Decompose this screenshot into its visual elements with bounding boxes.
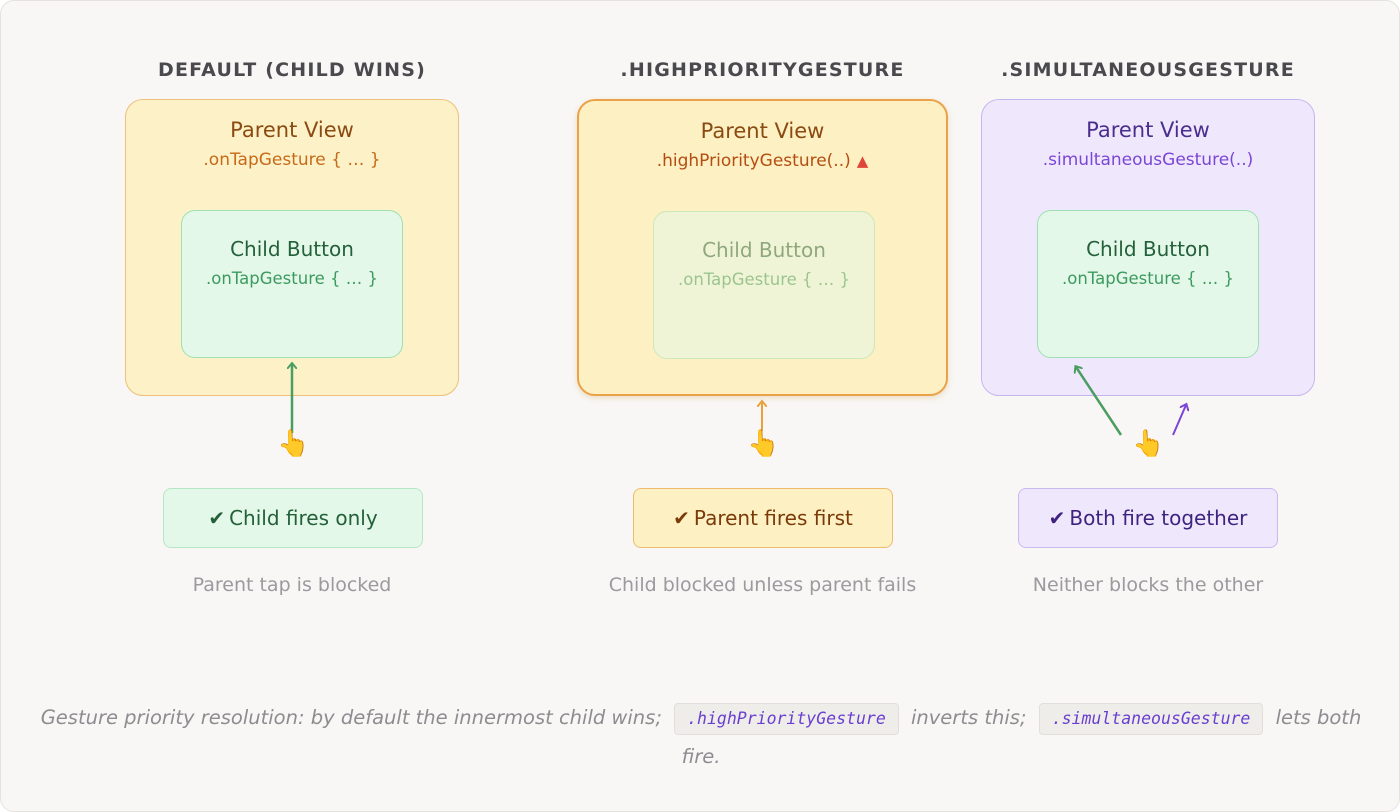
tap-hand-icon: 👆 [1132,429,1165,459]
result-label: Child fires only [229,506,378,530]
parent-view-title: Parent View [700,119,825,143]
parent-view-title: Parent View [1086,118,1210,142]
caption-code-high-priority: .highPriorityGesture [674,703,899,735]
warning-triangle-icon: ▲ [856,152,869,170]
parent-view-code: .highPriorityGesture(..) [656,151,851,171]
parent-view-title: Parent View [230,118,354,142]
child-button-title: Child Button [230,237,354,261]
parent-view-high-priority: Parent View .highPriorityGesture(..) ▲ Ch… [577,99,948,396]
child-button-code: .onTapGesture { … } [206,269,378,288]
column-title-simultaneous: .SIMULTANEOUSGESTURE [1001,59,1295,81]
check-icon: ✔ [673,506,690,530]
result-child-fires-only: ✔Child fires only [163,488,423,548]
check-icon: ✔ [208,506,226,530]
parent-view-simultaneous: Parent View .simultaneousGesture(..) Chi… [981,99,1315,396]
caption-code-simultaneous: .simultaneousGesture [1038,703,1264,735]
child-button-high-priority: Child Button .onTapGesture { … } [653,211,875,359]
figure-caption: Gesture priority resolution: by default … [31,698,1371,776]
caption-text: lets both fire. [681,706,1362,768]
child-button-code: .onTapGesture { … } [1062,269,1234,288]
child-button-default: Child Button .onTapGesture { … } [181,210,403,358]
child-button-code: .onTapGesture { … } [678,270,850,289]
result-both-fire: ✔Both fire together [1018,488,1278,548]
caption-text: Gesture priority resolution: by default … [40,706,662,729]
tap-arrow-parent-simultaneous [1172,405,1186,436]
parent-view-code: .onTapGesture { … } [203,150,381,170]
child-button-simultaneous: Child Button .onTapGesture { … } [1037,210,1259,358]
tap-hand-icon: 👆 [747,429,780,459]
child-button-title: Child Button [1086,237,1210,261]
result-label: Both fire together [1069,506,1248,530]
caption-text: inverts this; [910,706,1027,729]
tap-hand-icon: 👆 [277,429,310,459]
column-title-default: DEFAULT (CHILD WINS) [157,59,427,81]
parent-view-code: .simultaneousGesture(..) [1042,150,1254,170]
check-icon: ✔ [1048,506,1066,530]
parent-view-default: Parent View .onTapGesture { … } Child Bu… [125,99,459,396]
note-high-priority: Child blocked unless parent fails [608,574,917,596]
tap-arrow-child-simultaneous [1076,367,1123,436]
child-button-title: Child Button [702,238,826,262]
note-simultaneous: Neither blocks the other [1032,574,1264,596]
result-parent-fires-first: ✔Parent fires first [633,488,893,548]
note-default: Parent tap is blocked [192,574,392,596]
column-title-high-priority: .HIGHPRIORITYGESTURE [620,59,905,81]
parent-view-code-row: .highPriorityGesture(..) ▲ [579,151,946,171]
result-label: Parent fires first [693,506,853,530]
